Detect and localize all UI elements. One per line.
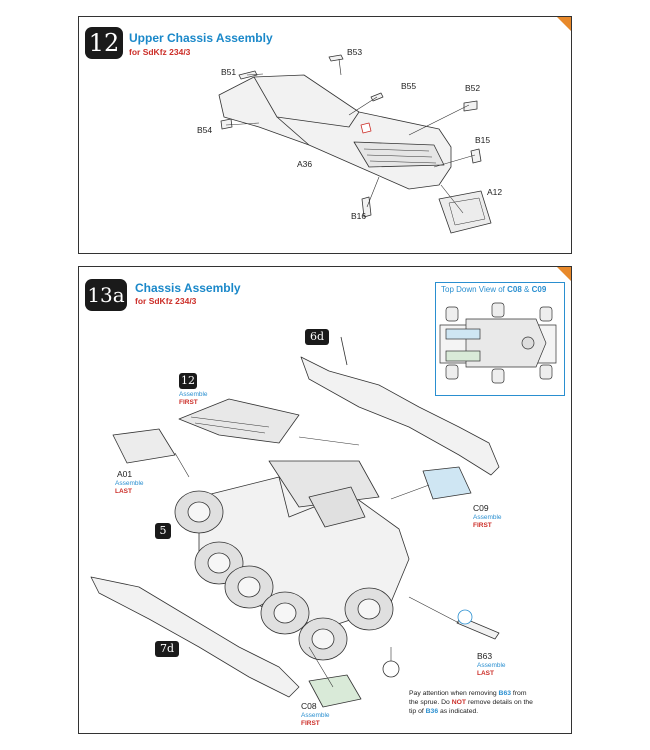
- part-label-b55: B55: [401, 81, 417, 91]
- step-12-panel: 12 Upper Chassis Assembly for SdKfz 234/…: [78, 16, 572, 254]
- corner-tab: [557, 267, 571, 281]
- part-label-b51: B51: [221, 67, 237, 77]
- part-label-b53: B53: [347, 47, 363, 57]
- c09-note: Assemble FIRST: [473, 514, 502, 529]
- step-subtitle: for SdKfz 234/3: [135, 296, 197, 306]
- corner-tab: [557, 17, 571, 31]
- step-number: 12: [85, 27, 123, 59]
- ref-badge-7d: 7d: [155, 641, 179, 657]
- a01-note: Assemble LAST: [115, 480, 144, 495]
- top-down-inset: Top Down View of C08 & C09: [435, 282, 565, 396]
- caution-note: Pay attention when removing B63 from the…: [409, 690, 533, 715]
- part-label-b52: B52: [465, 83, 481, 93]
- ref-12-note: Assemble FIRST: [179, 391, 208, 406]
- part-label-b16: B16: [351, 211, 367, 221]
- step-number: 13a: [85, 279, 127, 311]
- part-label-b54: B54: [197, 125, 213, 135]
- chassis-assembly-drawing: [90, 336, 500, 708]
- part-label-c09: C09: [473, 503, 489, 513]
- step-title: Chassis Assembly: [135, 281, 241, 295]
- ref-badge-6d: 6d: [305, 329, 329, 345]
- upper-chassis-drawing: [218, 54, 492, 234]
- inset-title: Top Down View of C08 & C09: [441, 285, 547, 294]
- part-label-a01: A01: [117, 469, 133, 479]
- ref-badge-12: 12: [179, 373, 197, 389]
- step-subtitle: for SdKfz 234/3: [129, 47, 191, 57]
- c08-note: Assemble FIRST: [301, 712, 330, 727]
- part-label-c08: C08: [301, 701, 317, 711]
- step-title: Upper Chassis Assembly: [129, 31, 273, 45]
- inset-drawing: [439, 302, 557, 384]
- part-label-a12: A12: [487, 187, 503, 197]
- part-label-b15: B15: [475, 135, 491, 145]
- part-label-b63: B63: [477, 651, 493, 661]
- step-13a-panel: 13a Chassis Assembly for SdKfz 234/3 Top…: [78, 266, 572, 734]
- ref-badge-5: 5: [155, 523, 171, 539]
- b63-note: Assemble LAST: [477, 662, 506, 677]
- part-label-a36: A36: [297, 159, 313, 169]
